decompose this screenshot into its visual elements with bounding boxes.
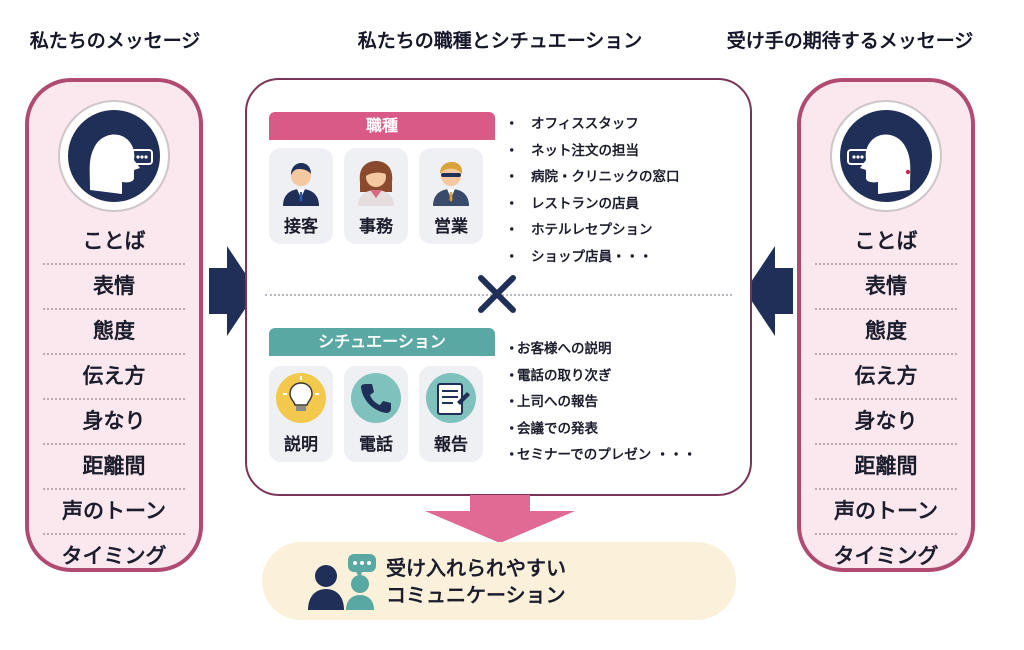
- expected-message-panel: ことば 表情 態度 伝え方 身なり 距離間 声のトーン タイミング: [797, 78, 975, 572]
- center-column-title: 私たちの職種とシチュエーション: [357, 30, 643, 52]
- list-item: 伝え方: [43, 355, 185, 400]
- list-item: 距離間: [43, 445, 185, 490]
- speaking-person-icon: [68, 110, 160, 202]
- our-message-panel: ことば 表情 態度 伝え方 身なり 距離間 声のトーン タイミング: [25, 78, 203, 572]
- job-card-customer-service: 接客: [269, 148, 333, 244]
- list-item: ショップ店員・・・: [505, 244, 680, 271]
- jobs-header: 職種: [269, 112, 495, 140]
- list-item: ことば: [815, 220, 957, 265]
- list-item: タイミング: [833, 544, 939, 568]
- situation-card-phone: 電話: [344, 366, 408, 462]
- list-item: 上司への報告: [505, 389, 696, 416]
- jobs-and-situations-panel: 職種 接客 事務 営業 オフィススタッフ: [245, 78, 752, 496]
- job-card-sales: 営業: [419, 148, 483, 244]
- list-item: セミナーでのプレゼン ・・・: [505, 442, 696, 469]
- result-text: 受け入れられやすい コミュニケーション: [386, 555, 566, 609]
- job-card-office-work: 事務: [344, 148, 408, 244]
- situation-card-explanation: 説明: [269, 366, 333, 462]
- list-item: 身なり: [43, 400, 185, 445]
- left-arrow-icon: [209, 246, 257, 336]
- job-examples-list: オフィススタッフ ネット注文の担当 病院・クリニックの窓口 レストランの店員 ホ…: [505, 111, 680, 270]
- down-arrow-icon: [425, 495, 575, 543]
- list-item: レストランの店員: [505, 191, 680, 218]
- list-item: 態度: [43, 310, 185, 355]
- listening-person-icon: [840, 110, 932, 202]
- expected-message-list: ことば 表情 態度 伝え方 身なり 距離間 声のトーン タイミング: [815, 220, 957, 578]
- list-item: 表情: [43, 265, 185, 310]
- left-column-title: 私たちのメッセージ: [29, 30, 201, 52]
- result-line-2: コミュニケーション: [386, 583, 566, 607]
- list-item: 声のトーン: [815, 490, 957, 535]
- list-item: 距離間: [815, 445, 957, 490]
- multiply-icon: [478, 275, 516, 313]
- result-line-1: 受け入れられやすい: [386, 556, 566, 580]
- list-item: 声のトーン: [43, 490, 185, 535]
- job-label: 接客: [284, 217, 318, 237]
- list-item: 電話の取り次ぎ: [505, 363, 696, 390]
- situations-header: シチュエーション: [269, 328, 495, 356]
- situation-examples-list: お客様への説明 電話の取り次ぎ 上司への報告 会議での発表 セミナーでのプレゼン…: [505, 336, 696, 469]
- situation-label: 報告: [434, 435, 468, 455]
- our-message-list: ことば 表情 態度 伝え方 身なり 距離間 声のトーン タイミング: [43, 220, 185, 578]
- listener-avatar: [830, 100, 942, 212]
- list-item: 会議での発表: [505, 416, 696, 443]
- salesperson-icon: [433, 162, 469, 206]
- job-label: 事務: [359, 217, 393, 237]
- report-document-icon: [426, 373, 476, 423]
- job-label: 営業: [434, 217, 468, 237]
- speaker-avatar: [58, 100, 170, 212]
- office-woman-icon: [358, 161, 394, 206]
- list-item: 態度: [815, 310, 957, 355]
- situation-card-report: 報告: [419, 366, 483, 462]
- list-item: 表情: [815, 265, 957, 310]
- list-item: ホテルレセプション: [505, 217, 680, 244]
- situation-label: 説明: [284, 435, 318, 455]
- telephone-icon: [351, 373, 401, 423]
- list-item: オフィススタッフ: [505, 111, 680, 138]
- man-in-suit-icon: [283, 163, 319, 206]
- list-item: 身なり: [815, 400, 957, 445]
- result-banner: 受け入れられやすい コミュニケーション: [262, 542, 736, 620]
- list-item: 伝え方: [815, 355, 957, 400]
- list-item: お客様への説明: [505, 336, 696, 363]
- right-arrow-icon: [745, 246, 793, 336]
- list-item: ことば: [43, 220, 185, 265]
- list-item: 病院・クリニックの窓口: [505, 164, 680, 191]
- list-item: タイミング: [61, 544, 167, 568]
- conversation-icon: [308, 554, 376, 610]
- light-bulb-icon: [276, 373, 326, 423]
- list-item: ネット注文の担当: [505, 138, 680, 165]
- situation-label: 電話: [359, 435, 393, 455]
- right-column-title: 受け手の期待するメッセージ: [726, 30, 974, 52]
